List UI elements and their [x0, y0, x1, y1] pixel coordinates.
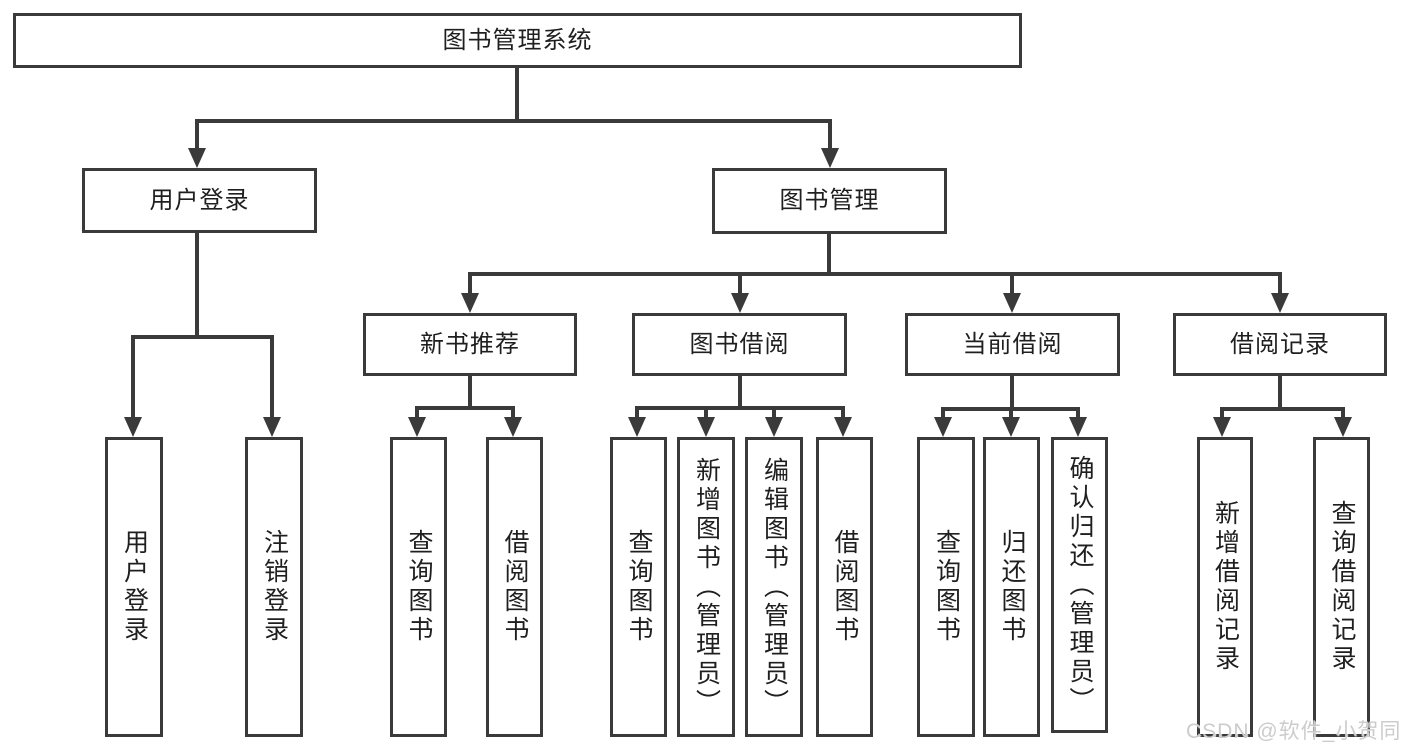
node-label: 归还图书 [998, 529, 1026, 645]
connector-line [1010, 376, 1014, 409]
node-label: 新书推荐 [420, 330, 520, 358]
connector-line [415, 406, 515, 410]
connector-line [827, 234, 831, 274]
node-label: 查询图书 [932, 529, 961, 645]
node-borrow-books-2: 借阅图书 [816, 437, 873, 737]
arrow-down-icon [263, 417, 281, 437]
node-book-mgmt: 图书管理 [712, 168, 947, 234]
arrow-down-icon [1069, 417, 1087, 437]
connector-line [841, 406, 845, 422]
node-label: 查询图书 [405, 529, 433, 645]
node-label: 当前借阅 [962, 330, 1063, 358]
connector-line [511, 406, 515, 422]
connector-line [738, 376, 742, 408]
node-label: 新增图书（管理员） [692, 456, 721, 718]
connector-line [415, 406, 419, 422]
node-current-borrow: 当前借阅 [905, 313, 1120, 376]
connector-line [635, 406, 639, 422]
node-confirm-return-admin: 确认归还（管理员） [1051, 437, 1108, 733]
connector-line [772, 406, 776, 422]
connector-line [515, 68, 519, 121]
node-borrow-books-1: 借阅图书 [486, 437, 543, 737]
node-edit-book-admin: 编辑图书（管理员） [745, 437, 803, 737]
node-query-borrow-record: 查询借阅记录 [1313, 437, 1370, 737]
arrow-down-icon [821, 148, 839, 168]
node-label: 借阅记录 [1230, 330, 1330, 358]
arrow-down-icon [697, 417, 715, 437]
arrow-down-icon [124, 417, 142, 437]
node-label: 查询图书 [625, 529, 653, 645]
node-return-books: 归还图书 [983, 437, 1040, 737]
arrow-down-icon [461, 293, 479, 313]
connector-line [468, 272, 1282, 276]
arrow-down-icon [188, 148, 206, 168]
arrow-down-icon [504, 417, 522, 437]
node-query-books-1: 查询图书 [390, 437, 447, 737]
node-query-books-2: 查询图书 [610, 437, 667, 737]
connector-line [1220, 407, 1224, 422]
node-new-book-recommend: 新书推荐 [363, 313, 577, 376]
node-label: 注销登录 [260, 529, 289, 645]
connector-line [1278, 376, 1282, 409]
node-label: 借阅图书 [501, 529, 529, 645]
node-label: 用户登录 [149, 186, 250, 214]
arrow-down-icon [1271, 293, 1289, 313]
connector-line [1341, 407, 1345, 422]
connector-line [1278, 272, 1282, 295]
arrow-down-icon [408, 417, 426, 437]
node-borrow-records: 借阅记录 [1173, 313, 1387, 376]
node-label: 图书借阅 [689, 330, 790, 358]
arrow-down-icon [1002, 417, 1020, 437]
node-query-books-3: 查询图书 [917, 437, 975, 737]
connector-line [195, 233, 199, 337]
connector-line [828, 119, 832, 152]
node-add-borrow-record: 新增借阅记录 [1197, 437, 1253, 737]
connector-line [941, 407, 945, 422]
connector-line [1076, 407, 1080, 422]
arrow-down-icon [834, 417, 852, 437]
node-user-login: 用户登录 [82, 168, 317, 233]
connector-line [635, 406, 845, 410]
node-label: 图书管理系统 [442, 26, 593, 54]
node-user-login-leaf: 用户登录 [105, 437, 163, 737]
connector-line [131, 335, 274, 339]
node-book-borrow: 图书借阅 [632, 313, 847, 376]
connector-line [131, 335, 135, 419]
arrow-down-icon [1334, 417, 1352, 437]
connector-line [1220, 407, 1345, 411]
node-label: 借阅图书 [831, 529, 859, 645]
connector-line [704, 406, 708, 422]
connector-line [738, 272, 742, 295]
node-system-root: 图书管理系统 [13, 13, 1022, 68]
arrow-down-icon [1003, 293, 1021, 313]
arrow-down-icon [765, 417, 783, 437]
arrow-down-icon [1213, 417, 1231, 437]
node-label: 用户登录 [120, 529, 149, 645]
arrow-down-icon [628, 417, 646, 437]
connector-line [1009, 407, 1013, 422]
connector-line [1010, 272, 1014, 295]
watermark: CSDN @软件_小贺同学 [1186, 720, 1402, 743]
node-add-book-admin: 新增图书（管理员） [677, 437, 735, 737]
connector-line [468, 376, 472, 408]
arrow-down-icon [934, 417, 952, 437]
node-label: 新增借阅记录 [1211, 500, 1240, 674]
node-label: 查询借阅记录 [1328, 500, 1356, 674]
connector-line [468, 272, 472, 295]
connector-line [195, 119, 832, 123]
connector-line [270, 335, 274, 419]
node-logout-leaf: 注销登录 [245, 437, 303, 737]
arrow-down-icon [731, 293, 749, 313]
node-label: 确认归还（管理员） [1066, 454, 1094, 716]
node-label: 图书管理 [779, 187, 880, 214]
connector-line [195, 119, 199, 152]
node-label: 编辑图书（管理员） [760, 456, 789, 718]
